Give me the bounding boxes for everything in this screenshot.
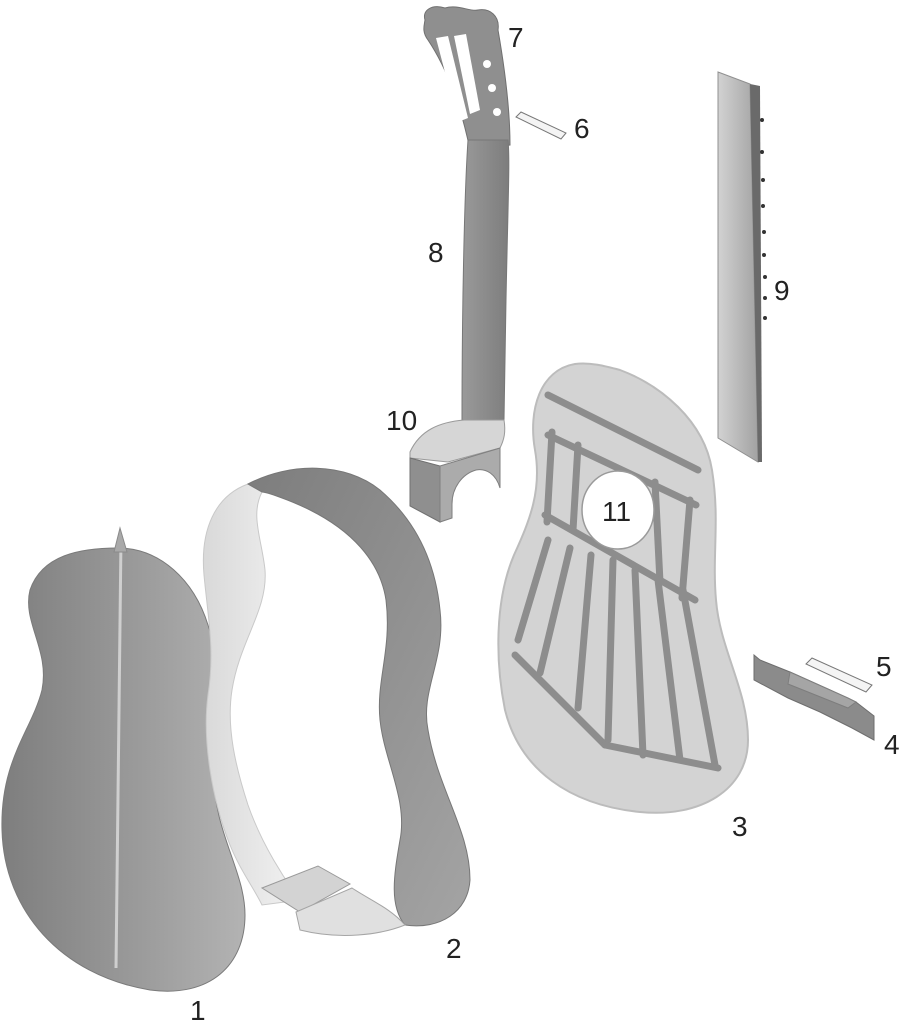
heel-front (409, 457, 441, 523)
label-fingerboard: 9 (774, 275, 790, 306)
nut-bar (515, 111, 567, 140)
fret-markers (760, 118, 767, 320)
label-saddle: 5 (876, 651, 892, 682)
heel-arch (439, 447, 501, 523)
label-sides: 2 (446, 933, 462, 964)
part-labels: 1 2 3 4 5 6 7 8 9 10 11 (190, 22, 900, 1024)
label-back: 1 (190, 995, 206, 1024)
tuner-hole-3 (493, 108, 501, 116)
label-soundhole: 11 (602, 496, 631, 527)
guitar-sides (202, 467, 471, 936)
tuner-hole-2 (488, 84, 496, 92)
label-heel: 10 (386, 405, 417, 436)
side-inner-left (202, 483, 301, 906)
back-center-strip (114, 537, 123, 969)
fingerboard (717, 71, 767, 463)
headstock-slot-2 (454, 34, 480, 114)
label-bridge: 4 (884, 729, 900, 760)
bridge (753, 653, 875, 741)
label-top: 3 (732, 811, 748, 842)
label-neck: 8 (428, 237, 444, 268)
bridge-tie-block (787, 671, 857, 709)
tuner-hole-1 (483, 60, 491, 68)
back-strip-tab (113, 526, 128, 553)
headstock-slot-1 (436, 36, 468, 122)
tail-block-lower (295, 887, 406, 936)
bridge-body (753, 653, 875, 741)
soundhole (581, 470, 655, 550)
fingerboard-edge (750, 84, 762, 462)
side-outer-right (246, 467, 471, 927)
saddle-bar (805, 657, 873, 693)
neck (461, 139, 510, 421)
neck-shaft (461, 139, 510, 421)
tail-block (260, 865, 352, 913)
saddle (805, 657, 873, 693)
headstock (423, 6, 511, 151)
label-headstock: 7 (508, 22, 524, 53)
nut (515, 111, 567, 140)
neck-heel (409, 419, 506, 523)
guitar-top (497, 362, 750, 814)
top-bracing (511, 391, 722, 772)
label-nut: 6 (574, 113, 590, 144)
